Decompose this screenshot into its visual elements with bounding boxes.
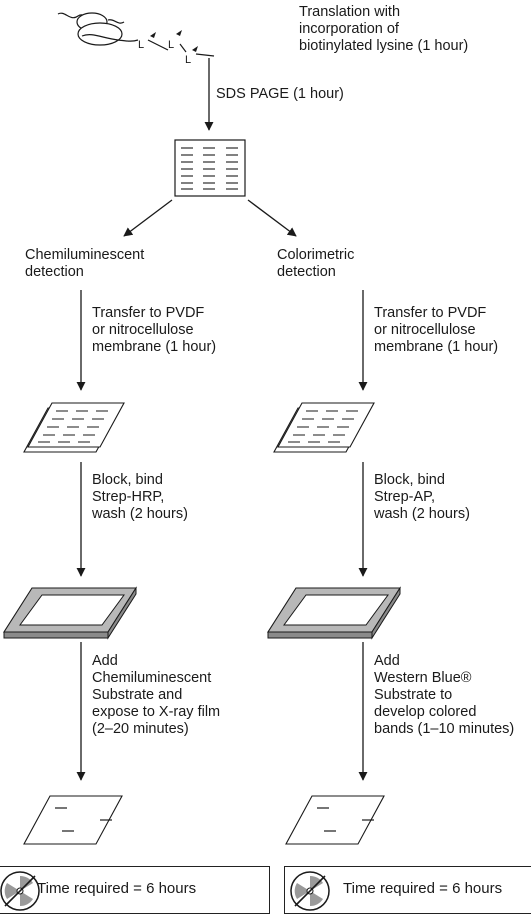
membrane-icon-left bbox=[23, 402, 125, 453]
radioactive-icon bbox=[0, 871, 40, 911]
time-box-left: Time required = 6 hours bbox=[0, 866, 270, 914]
lysine-label: L bbox=[168, 39, 174, 51]
membrane-icon-right bbox=[273, 402, 375, 453]
right-transfer-label: Transfer to PVDF or nitrocellulose membr… bbox=[374, 305, 499, 355]
right-add-label: Add Western Blue® Substrate to develop c… bbox=[374, 653, 515, 737]
lysine-label: L bbox=[138, 39, 144, 51]
sds-page-label: SDS PAGE (1 hour) bbox=[216, 86, 344, 102]
tray-icon-right bbox=[266, 586, 402, 640]
tray-icon-left bbox=[2, 586, 138, 640]
time-box-right: Time required = 6 hours bbox=[284, 866, 531, 914]
arrow-to-chemiluminescent bbox=[123, 199, 173, 237]
chemiluminescent-title: Chemiluminescent detection bbox=[25, 247, 145, 280]
left-add-label: Add Chemiluminescent Substrate and expos… bbox=[92, 653, 221, 737]
time-required-text: Time required = 6 hours bbox=[343, 880, 503, 897]
left-block-label: Block, bind Strep-HRP, wash (2 hours) bbox=[92, 472, 188, 522]
gel-icon bbox=[174, 139, 246, 197]
biotin-tag-icon bbox=[192, 46, 198, 52]
result-sheet-left bbox=[23, 795, 123, 845]
colorimetric-title: Colorimetric detection bbox=[277, 247, 355, 280]
result-sheet-right bbox=[285, 795, 385, 845]
ribosome-illustration bbox=[57, 12, 215, 57]
radioactive-icon bbox=[290, 871, 330, 911]
left-transfer-label: Transfer to PVDF or nitrocellulose membr… bbox=[92, 305, 217, 355]
translation-label: Translation with incorporation of biotin… bbox=[299, 4, 469, 54]
lysine-markers: L L L bbox=[138, 30, 198, 66]
biotin-tag-icon bbox=[176, 30, 182, 36]
biotin-tag-icon bbox=[150, 32, 156, 38]
lysine-label: L bbox=[185, 54, 191, 66]
arrow-to-colorimetric bbox=[247, 199, 297, 237]
right-block-label: Block, bind Strep-AP, wash (2 hours) bbox=[374, 472, 470, 522]
time-required-text: Time required = 6 hours bbox=[37, 880, 197, 897]
